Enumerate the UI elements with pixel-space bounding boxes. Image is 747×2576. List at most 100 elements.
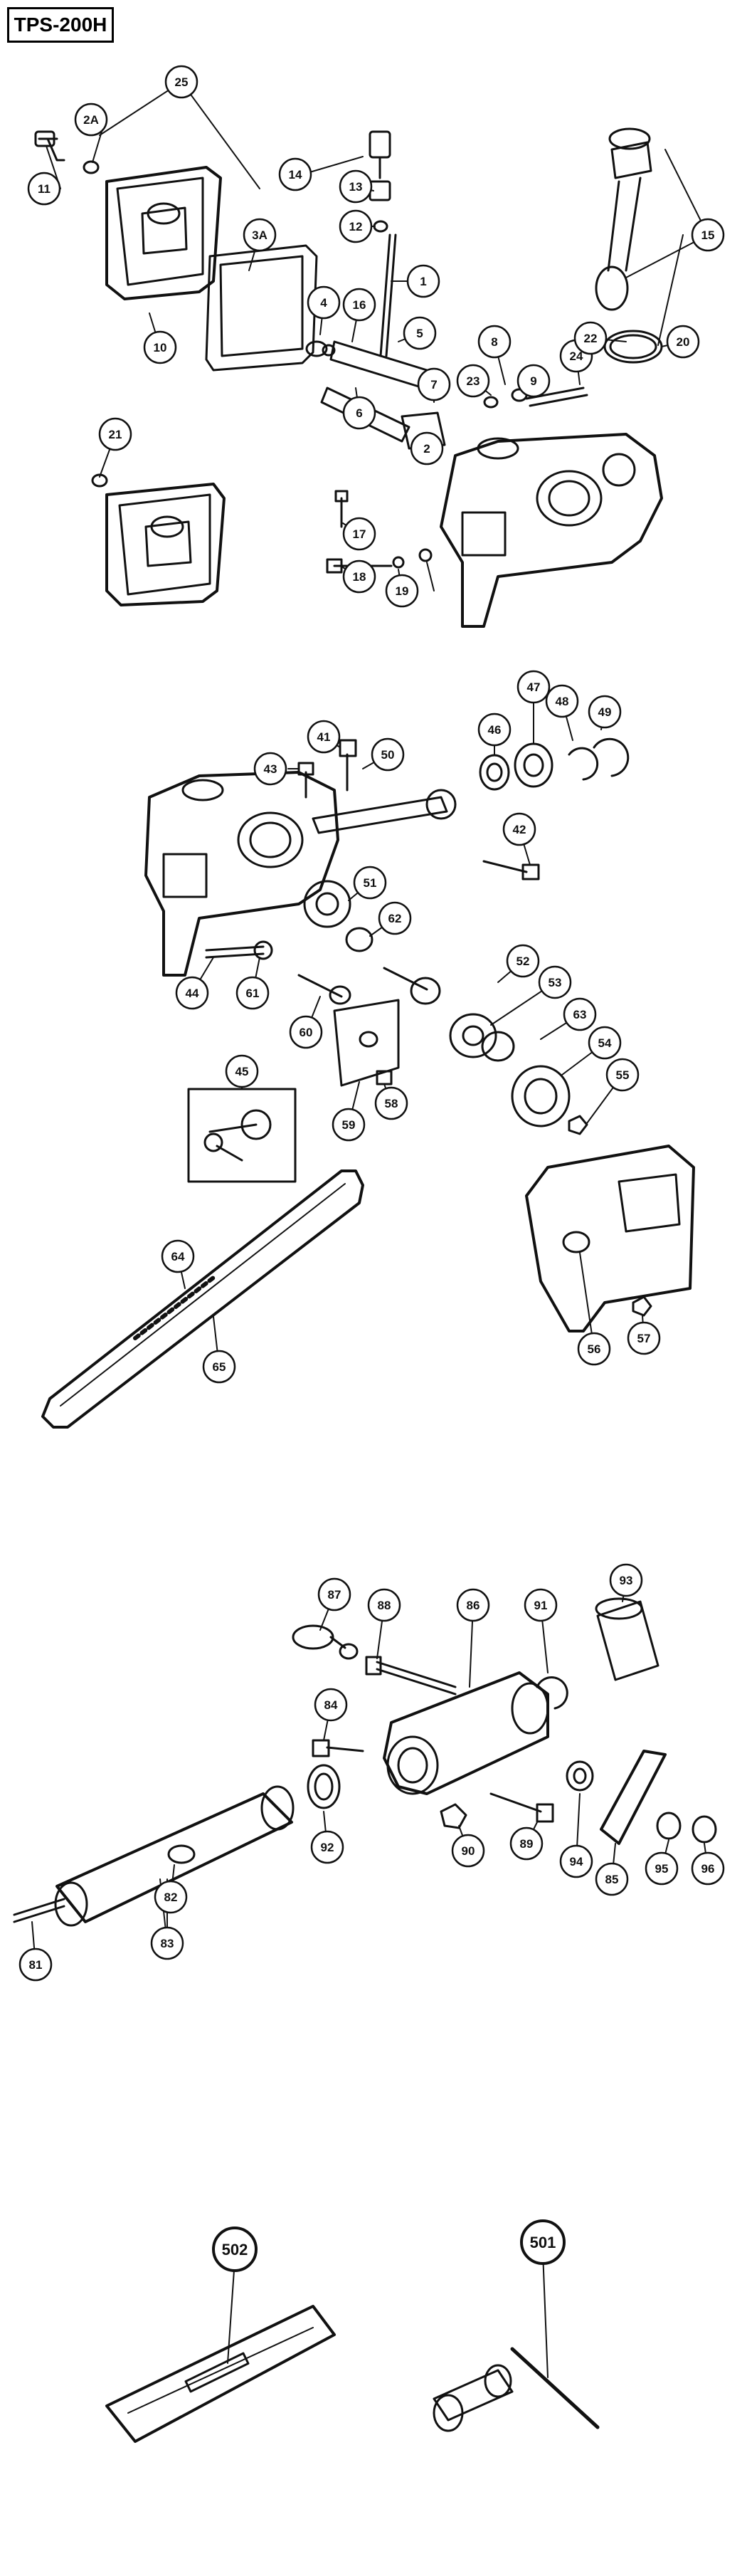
callout-96: 96 (691, 1851, 725, 1886)
callout-label: 83 (161, 1937, 174, 1950)
callout-label: 92 (321, 1841, 334, 1854)
callout-label: 1 (420, 275, 426, 288)
callout-label: 10 (154, 341, 167, 354)
callout-label: 86 (467, 1599, 480, 1612)
callout-51: 51 (353, 866, 387, 900)
callout-label: 64 (171, 1250, 185, 1263)
callout-label: 59 (342, 1118, 356, 1132)
callout-label: 96 (701, 1862, 715, 1876)
callout-circle (18, 1947, 53, 1982)
callout-label: 25 (175, 75, 189, 89)
callout-circle (506, 944, 540, 978)
callout-circle (666, 325, 700, 359)
callout-8: 8 (477, 325, 512, 359)
callout-22: 22 (573, 321, 608, 355)
callout-57: 57 (627, 1321, 661, 1355)
callout-circle (342, 559, 376, 594)
callout-circle (243, 218, 277, 252)
callout-2: 2 (410, 431, 444, 466)
callout-circle (577, 1332, 611, 1366)
callout-label: 24 (570, 349, 583, 363)
callout-label: 54 (598, 1036, 612, 1050)
callout-41: 41 (307, 720, 341, 754)
callout-53: 53 (538, 965, 572, 999)
callout-58: 58 (374, 1086, 408, 1120)
callout-89: 89 (509, 1826, 544, 1861)
callout-circle (403, 316, 437, 350)
callout-label: 22 (584, 332, 598, 345)
callout-circle (353, 866, 387, 900)
callout-circle (310, 1830, 344, 1864)
callout-label: 55 (616, 1068, 630, 1082)
callout-circle (342, 288, 376, 322)
callout-circle (627, 1321, 661, 1355)
callout-62: 62 (378, 901, 412, 935)
callout-circle (477, 713, 512, 747)
callout-64: 64 (161, 1239, 195, 1273)
callout-12: 12 (339, 209, 373, 243)
callout-circle (645, 1851, 679, 1886)
callout-label: 49 (598, 705, 612, 719)
callout-label: 89 (520, 1837, 534, 1851)
callout-label: 52 (516, 955, 530, 968)
callout-label: 18 (353, 570, 366, 584)
callout-label: 60 (300, 1026, 313, 1039)
callout-circle (520, 2219, 566, 2265)
callout-47: 47 (516, 670, 551, 704)
callout-circle (451, 1834, 485, 1868)
callout-label: 9 (530, 374, 536, 388)
callout-circle (342, 396, 376, 430)
callout-label: 16 (353, 298, 366, 312)
callout-43: 43 (253, 752, 287, 786)
callout-label: 19 (396, 584, 409, 598)
leader-lines-group-3 (31, 1579, 709, 1965)
callout-2A: 2A (74, 102, 108, 137)
callout-circle (595, 1862, 629, 1896)
callout-circle (385, 574, 419, 608)
callout-label: 20 (677, 335, 690, 349)
callout-circle (371, 737, 405, 772)
callout-label: 21 (109, 428, 122, 441)
callout-label: 63 (573, 1008, 587, 1021)
callout-48: 48 (545, 684, 579, 718)
callout-label: 61 (246, 987, 260, 1000)
callout-label: 90 (462, 1844, 475, 1858)
callout-label: 41 (317, 730, 331, 744)
callout-circle (98, 417, 132, 451)
callout-circle (378, 901, 412, 935)
callout-52: 52 (506, 944, 540, 978)
chain-drive-drawing (41, 737, 695, 1429)
callout-label: 94 (570, 1855, 583, 1868)
callout-20: 20 (666, 325, 700, 359)
callout-25: 25 (164, 65, 198, 99)
callout-label: 42 (513, 823, 526, 836)
callout-circle (509, 1826, 544, 1861)
callout-61: 61 (235, 976, 270, 1010)
model-title: TPS-200H (7, 7, 114, 43)
callout-59: 59 (332, 1108, 366, 1142)
callout-label: 95 (655, 1862, 669, 1876)
callout-label: 4 (320, 296, 327, 310)
callout-501: 501 (520, 2219, 566, 2265)
callout-14: 14 (278, 157, 312, 191)
callout-83: 83 (150, 1926, 184, 1960)
callout-label: 56 (588, 1342, 601, 1356)
callout-circle (374, 1086, 408, 1120)
callout-circle (212, 2227, 258, 2272)
callout-16: 16 (342, 288, 376, 322)
callout-label: 81 (29, 1958, 43, 1972)
callout-label: 17 (353, 527, 366, 541)
callout-circle (524, 1588, 558, 1622)
callout-circle (307, 285, 341, 320)
callout-circle (573, 321, 608, 355)
callout-92: 92 (310, 1830, 344, 1864)
callout-label: 57 (637, 1332, 651, 1345)
callout-label: 87 (328, 1588, 341, 1602)
callout-label: 15 (701, 228, 715, 242)
callout-circle (154, 1880, 188, 1914)
callout-1: 1 (406, 264, 440, 298)
callout-5: 5 (403, 316, 437, 350)
callout-label: 43 (264, 762, 277, 776)
